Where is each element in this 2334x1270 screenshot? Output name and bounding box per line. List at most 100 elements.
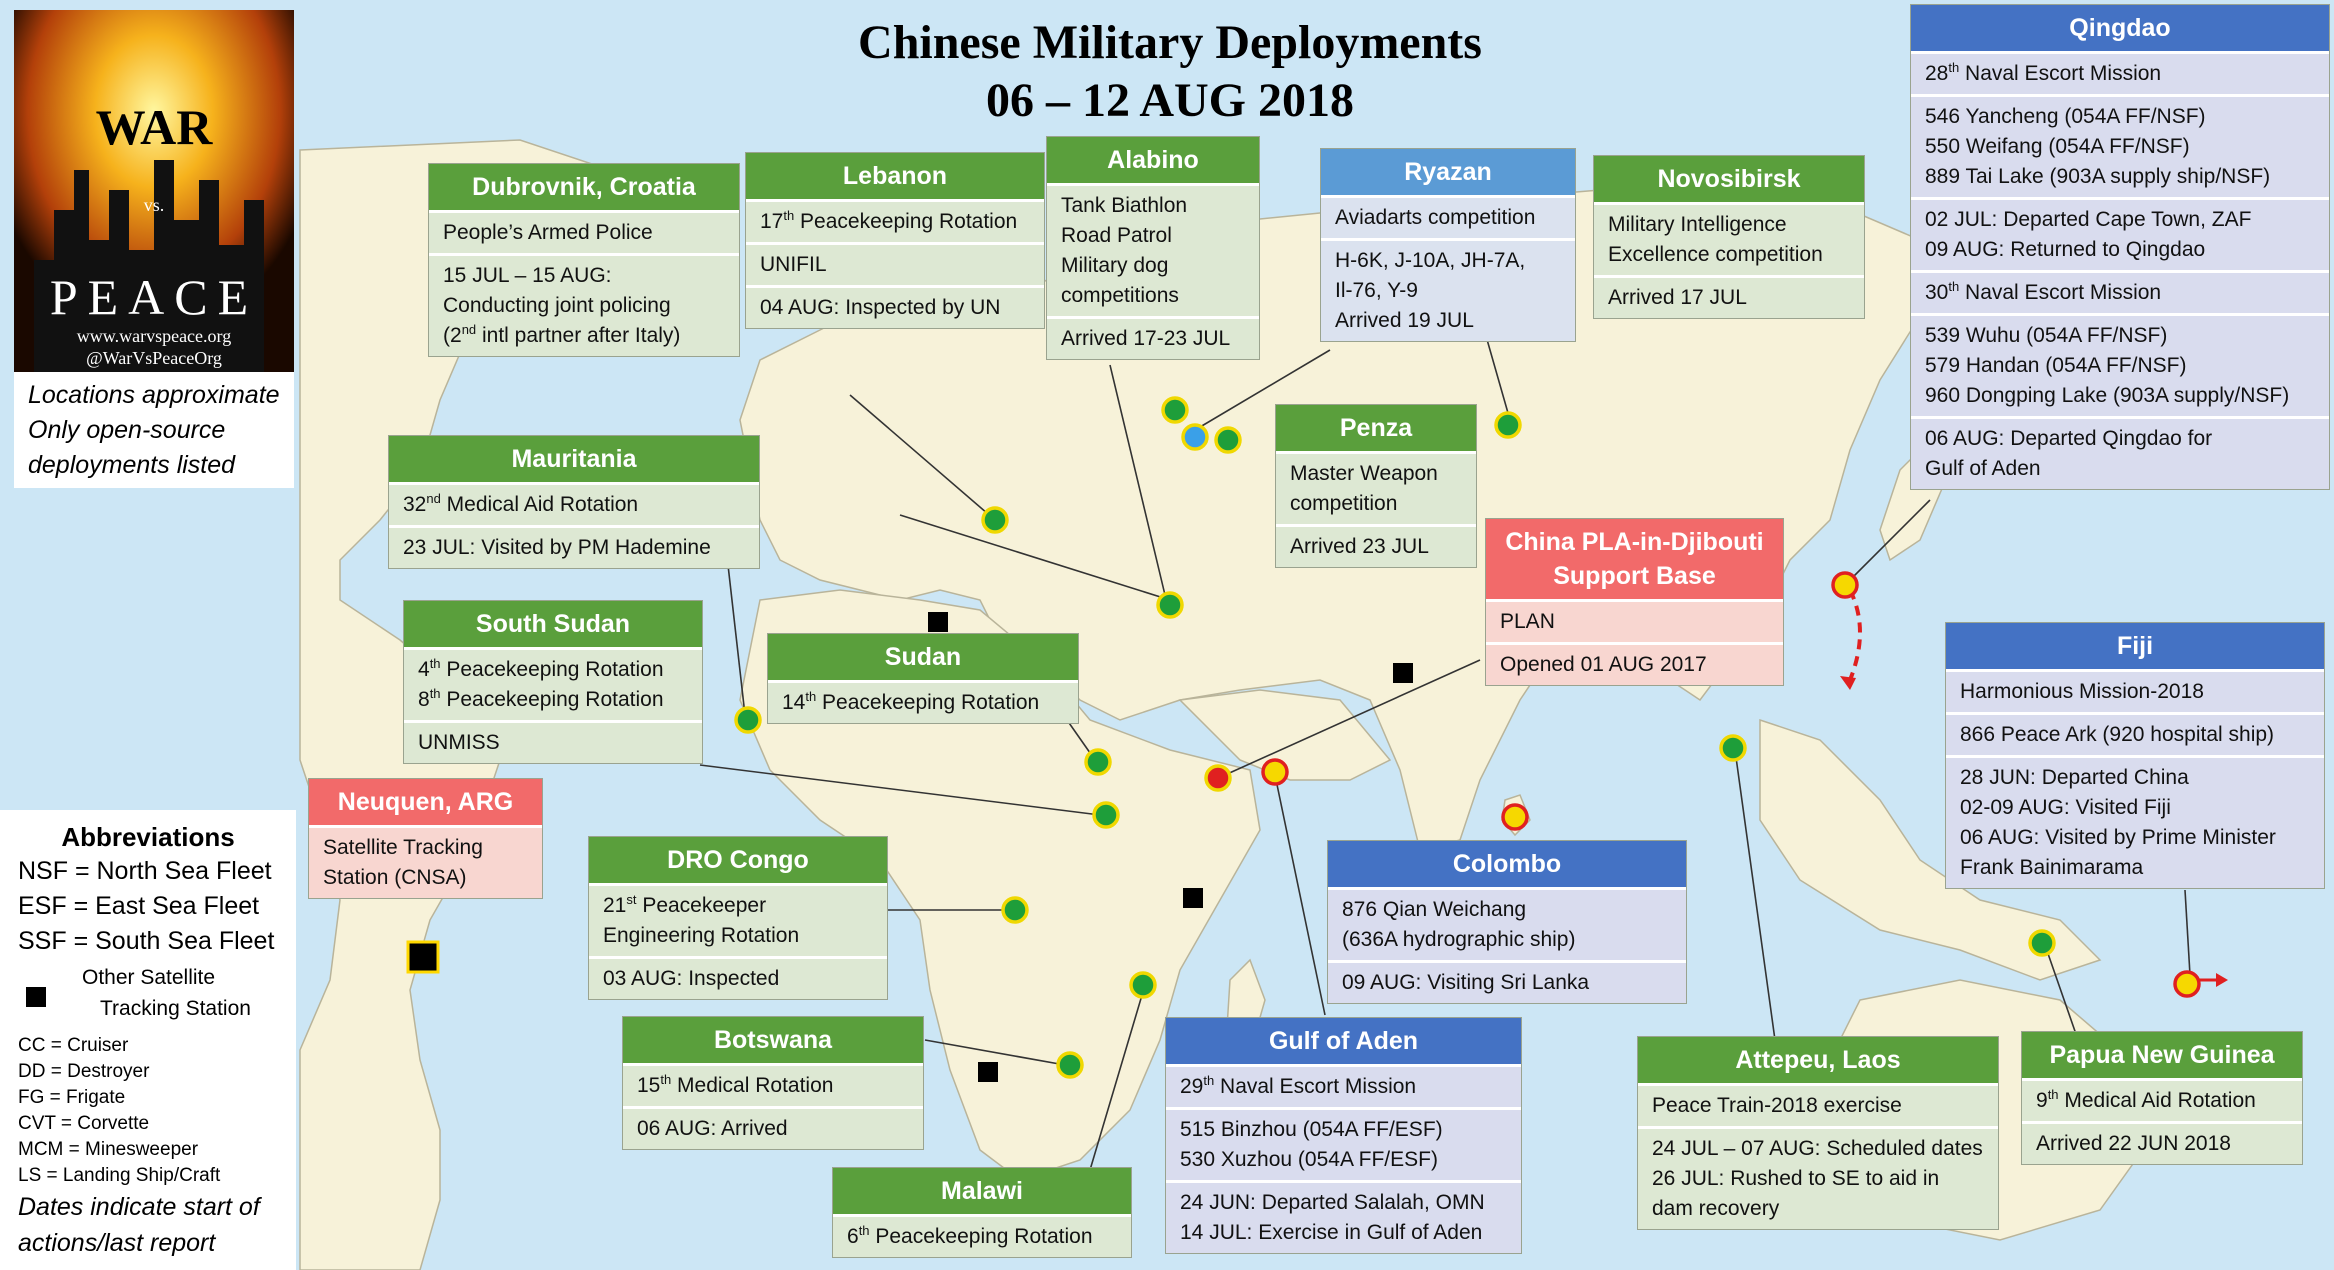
callout-row: 4th Peacekeeping Rotation 8th Peacekeepi… xyxy=(404,647,702,720)
callout-text: 32 xyxy=(403,493,427,516)
callout-text: Medical Aid Rotation xyxy=(2058,1089,2256,1112)
marker-colombo-icon xyxy=(1501,803,1529,831)
callout-south-sudan: South Sudan 4th Peacekeeping Rotation 8t… xyxy=(403,600,703,764)
leader-malawi xyxy=(1089,984,1146,1171)
callout-text: 14 xyxy=(782,691,806,714)
callout-text: Medical Rotation xyxy=(671,1074,834,1097)
callout-text: th xyxy=(805,689,817,704)
landmass-arabia xyxy=(1178,689,1392,781)
callout-ryazan: Ryazan Aviadarts competition H-6K, J-10A… xyxy=(1320,148,1576,342)
callout-title: Qingdao xyxy=(1911,5,2329,51)
abbr-ship: LS = Landing Ship/Craft xyxy=(18,1165,221,1186)
leader-djibouti xyxy=(1224,659,1481,776)
callout-text: Arrived 17-23 JUL xyxy=(1061,327,1231,350)
abbr-fleet: ESF = East Sea Fleet xyxy=(18,892,260,920)
logo-art xyxy=(14,10,294,372)
callout-title: Neuquen, ARG xyxy=(309,779,542,825)
callout-title: Lebanon xyxy=(746,153,1044,199)
marker-malawi-icon xyxy=(1129,971,1157,999)
callout-title: Novosibirsk xyxy=(1594,156,1864,202)
marker-qingdao-icon xyxy=(1831,571,1859,599)
callout-row: UNMISS xyxy=(404,720,702,763)
callout-row: Aviadarts competition xyxy=(1321,195,1575,238)
callout-title: Malawi xyxy=(833,1168,1131,1214)
title-line-1: Chinese Military Deployments xyxy=(858,16,1482,69)
callout-title: Alabino xyxy=(1047,137,1259,183)
logo-war-text: WAR xyxy=(95,99,213,155)
callout-text: (636A hydrographic ship) xyxy=(1342,928,1576,951)
satellite-station-icon xyxy=(928,612,948,632)
callout-text: Opened 01 AUG 2017 xyxy=(1500,653,1707,676)
callout-row: 15th Medical Rotation xyxy=(623,1063,923,1106)
callout-row: Military Intelligence Excellence competi… xyxy=(1594,202,1864,275)
marker-penza-icon xyxy=(1214,426,1242,454)
callout-row: 02 JUL: Departed Cape Town, ZAF 09 AUG: … xyxy=(1911,197,2329,270)
callout-row: 28th Naval Escort Mission xyxy=(1911,51,2329,94)
callout-text: competitions xyxy=(1061,284,1179,307)
callout-attepeu: Attepeu, Laos Peace Train-2018 exercise … xyxy=(1637,1036,1999,1230)
callout-text: Aviadarts competition xyxy=(1335,206,1536,229)
callout-title: Mauritania xyxy=(389,436,759,482)
callout-text: 15th Medical Rotation xyxy=(637,1071,909,1101)
callout-title: Sudan xyxy=(768,634,1078,680)
callout-row: 6th Peacekeeping Rotation xyxy=(833,1214,1131,1257)
callout-text: 06 AUG: Arrived xyxy=(637,1117,788,1140)
callout-text: 876 Qian Weichang xyxy=(1342,898,1527,921)
callout-text: 4 xyxy=(418,658,430,681)
callout-row: People’s Armed Police xyxy=(429,210,739,253)
leader-botswana xyxy=(924,1039,1066,1066)
callout-text: Peacekeeping Rotation xyxy=(816,691,1040,714)
callout-text: Peacekeeper xyxy=(636,894,767,917)
callout-text: 15 JUL – 15 AUG: xyxy=(443,264,612,287)
callout-row: 546 Yancheng (054A FF/NSF) 550 Weifang (… xyxy=(1911,94,2329,197)
callout-text: 9 xyxy=(2036,1089,2048,1112)
callout-text: 24 JUN: Departed Salalah, OMN xyxy=(1180,1191,1485,1214)
callout-row: 539 Wuhu (054A FF/NSF) 579 Handan (054A … xyxy=(1911,313,2329,416)
leader-dubrovnik xyxy=(849,394,996,521)
callout-row: 32nd Medical Aid Rotation xyxy=(389,482,759,525)
callout-text: th xyxy=(1203,1073,1215,1088)
callout-text: 866 Peace Ark (920 hospital ship) xyxy=(1960,723,2275,746)
callout-mauritania: Mauritania 32nd Medical Aid Rotation 23 … xyxy=(388,435,760,569)
satellite-station-icon xyxy=(1393,663,1413,683)
callout-text: People’s Armed Police xyxy=(443,221,653,244)
callout-text: (2 xyxy=(443,324,462,347)
callout-text: Conducting joint policing xyxy=(443,294,671,317)
callout-text: Medical Aid Rotation xyxy=(440,493,639,516)
callout-title: Colombo xyxy=(1328,841,1686,887)
callout-text: 06 AUG: Departed Qingdao for xyxy=(1925,427,2213,450)
callout-text: 8 xyxy=(418,688,430,711)
callout-title: Gulf of Aden xyxy=(1166,1018,1521,1064)
callout-text: 03 AUG: Inspected xyxy=(603,967,780,990)
callout-text: 24 JUL – 07 AUG: Scheduled dates xyxy=(1652,1137,1983,1160)
callout-text: 960 Dongping Lake (903A supply/NSF) xyxy=(1925,384,2290,407)
callout-text: intl partner after Italy) xyxy=(476,324,681,347)
qingdao-route xyxy=(1848,589,1862,681)
callout-text: Tank Biathlon xyxy=(1061,194,1188,217)
callout-text: th xyxy=(783,208,795,223)
callout-text: 06 AUG: Visited by Prime Minister xyxy=(1960,826,2276,849)
marker-djibouti-icon xyxy=(1204,764,1232,792)
abbr-fleet: SSF = South Sea Fleet xyxy=(18,927,275,955)
callout-text: 23 JUL: Visited by PM Hademine xyxy=(403,536,711,559)
abbr-ship: DD = Destroyer xyxy=(18,1061,150,1082)
marker-south-sudan-icon xyxy=(1092,801,1120,829)
callout-row: 21st Peacekeeper Engineering Rotation xyxy=(589,883,887,956)
callout-title-line: Support Base xyxy=(1553,562,1716,590)
abbr-ship: MCM = Minesweeper xyxy=(18,1139,199,1160)
callout-text: 02 JUL: Departed Cape Town, ZAF xyxy=(1925,208,2252,231)
callout-text: 17th Peacekeeping Rotation xyxy=(760,207,1030,237)
leader-fiji xyxy=(2184,889,2191,976)
callout-text: 04 AUG: Inspected by UN xyxy=(760,296,1001,319)
callout-text: 09 AUG: Visiting Sri Lanka xyxy=(1342,971,1590,994)
callout-row: 30th Naval Escort Mission xyxy=(1911,270,2329,313)
callout-title: South Sudan xyxy=(404,601,702,647)
leader-qingdao xyxy=(1844,499,1931,586)
marker-alabino-icon xyxy=(1161,396,1189,424)
callout-novosibirsk: Novosibirsk Military Intelligence Excell… xyxy=(1593,155,1865,319)
callout-text: th xyxy=(1948,279,1960,294)
callout-text: 14 JUL: Exercise in Gulf of Aden xyxy=(1180,1221,1483,1244)
callout-papua-new-guinea: Papua New Guinea 9th Medical Aid Rotatio… xyxy=(2021,1031,2303,1165)
logo-url: www.warvspeace.org xyxy=(76,326,232,346)
abbreviations-legend: Abbreviations NSF = North Sea Fleet ESF … xyxy=(0,810,296,1270)
